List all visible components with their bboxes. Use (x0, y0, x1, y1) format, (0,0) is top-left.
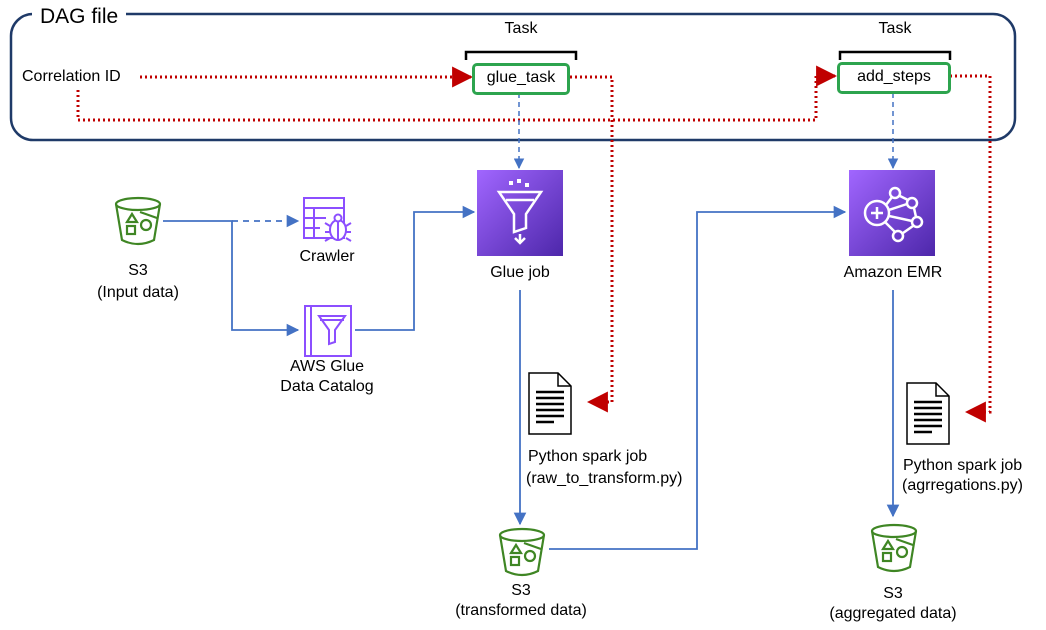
dag-title: DAG file (32, 4, 127, 30)
s3-bucket-icon (870, 523, 918, 573)
s3-bucket-icon (498, 527, 546, 577)
catalog-title: AWS Glue (289, 358, 365, 375)
add-steps-task-box[interactable]: add_steps (837, 62, 951, 94)
s3-aggregated-title: S3 (883, 585, 903, 602)
catalog-to-glue-job-line (355, 205, 476, 331)
script-aggregate-title: Python spark job (903, 457, 1023, 474)
task-header-emr: Task (878, 20, 912, 37)
s3-transformed-to-emr-line (549, 205, 847, 550)
document-icon (906, 382, 950, 445)
crawler-icon (303, 197, 352, 242)
emr-cluster-icon (849, 170, 935, 256)
document-icon (528, 372, 572, 435)
emr-label: Amazon EMR (843, 264, 943, 281)
script-transform-subtitle: (raw_to_transform.py) (526, 470, 683, 487)
glue-job-label: Glue job (490, 264, 550, 281)
task-header-glue: Task (504, 20, 538, 37)
s3-bucket-icon (114, 196, 162, 246)
add-steps-to-script-line (950, 74, 992, 423)
dag-frame (9, 12, 1017, 142)
task-brace-glue (464, 50, 578, 60)
correlation-id-label: Correlation ID (22, 68, 121, 85)
crawler-label: Crawler (299, 248, 355, 265)
s3-input-title: S3 (128, 262, 148, 279)
s3-transformed-title: S3 (511, 582, 531, 599)
glue-task-to-script-line (570, 75, 614, 413)
data-catalog-icon (304, 305, 352, 357)
script-aggregate-subtitle: (agrregations.py) (902, 477, 1023, 494)
s3-input-subtitle: (Input data) (97, 284, 179, 301)
s3-aggregated-subtitle: (aggregated data) (829, 605, 957, 622)
correlation-line-to-add-steps (76, 65, 838, 122)
s3-input-to-catalog-line (163, 220, 300, 337)
glue-task-box[interactable]: glue_task (472, 63, 570, 95)
s3-transformed-subtitle: (transformed data) (455, 602, 587, 619)
task-brace-emr (838, 50, 952, 60)
script-transform-title: Python spark job (528, 448, 648, 465)
glue-funnel-icon (477, 170, 563, 256)
catalog-subtitle: Data Catalog (280, 378, 374, 395)
